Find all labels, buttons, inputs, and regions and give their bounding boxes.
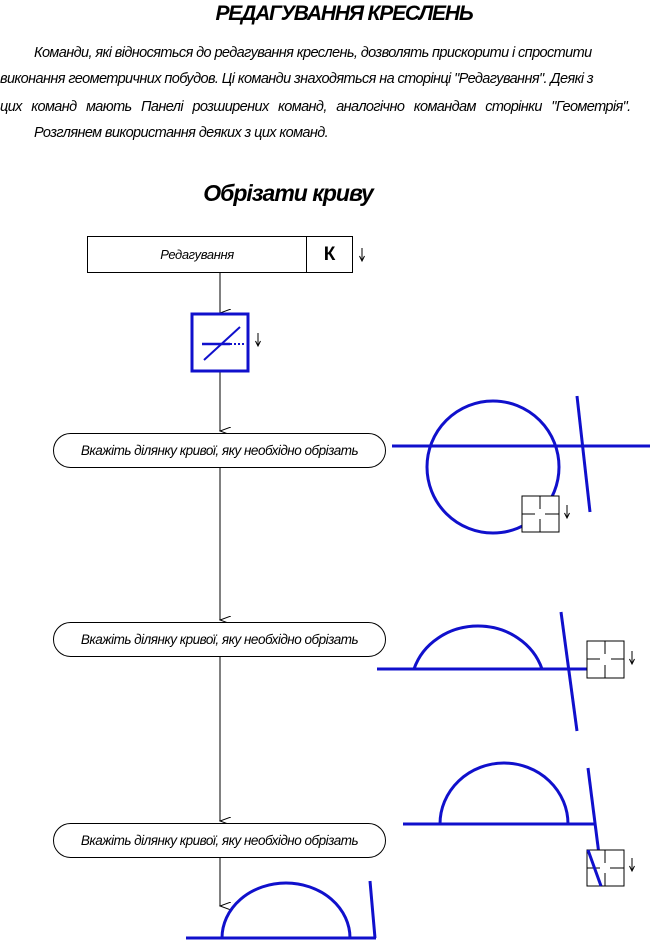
cursor-icon — [586, 640, 635, 679]
drawing-step-3 — [403, 761, 605, 887]
cursor-icon — [521, 495, 570, 533]
intro-line-4: Розглянем використання деяких з цих кома… — [34, 125, 329, 141]
dropdown-arrow-icon — [359, 248, 365, 263]
prompt-step-2: Вкажіть ділянку кривої, яку необхідно об… — [53, 622, 386, 657]
command-page-key: К — [323, 244, 336, 265]
cursor-icon — [586, 849, 635, 887]
prompt-step-1: Вкажіть ділянку кривої, яку необхідно об… — [53, 433, 386, 468]
drawing-result — [186, 880, 377, 940]
section-title: Обрізати криву — [203, 180, 374, 206]
trim-curve-icon[interactable] — [190, 312, 250, 373]
command-page-box[interactable]: Редагування К — [87, 236, 353, 273]
page-heading: РЕДАГУВАННЯ КРЕСЛЕНЬ — [215, 2, 473, 25]
intro-line-3: цих команд мають Панелі розширених коман… — [0, 99, 631, 115]
intro-line-1: Команди, які відносяться до редагування … — [34, 45, 592, 61]
intro-line-2: виконання геометричних побудов. Ці коман… — [0, 71, 594, 87]
prompt-step-3: Вкажіть ділянку кривої, яку необхідно об… — [53, 823, 386, 858]
drawing-step-2 — [377, 611, 590, 732]
drawing-step-1 — [392, 395, 650, 535]
command-page-label: Редагування — [88, 237, 307, 272]
dropdown-arrow-icon — [255, 333, 261, 348]
